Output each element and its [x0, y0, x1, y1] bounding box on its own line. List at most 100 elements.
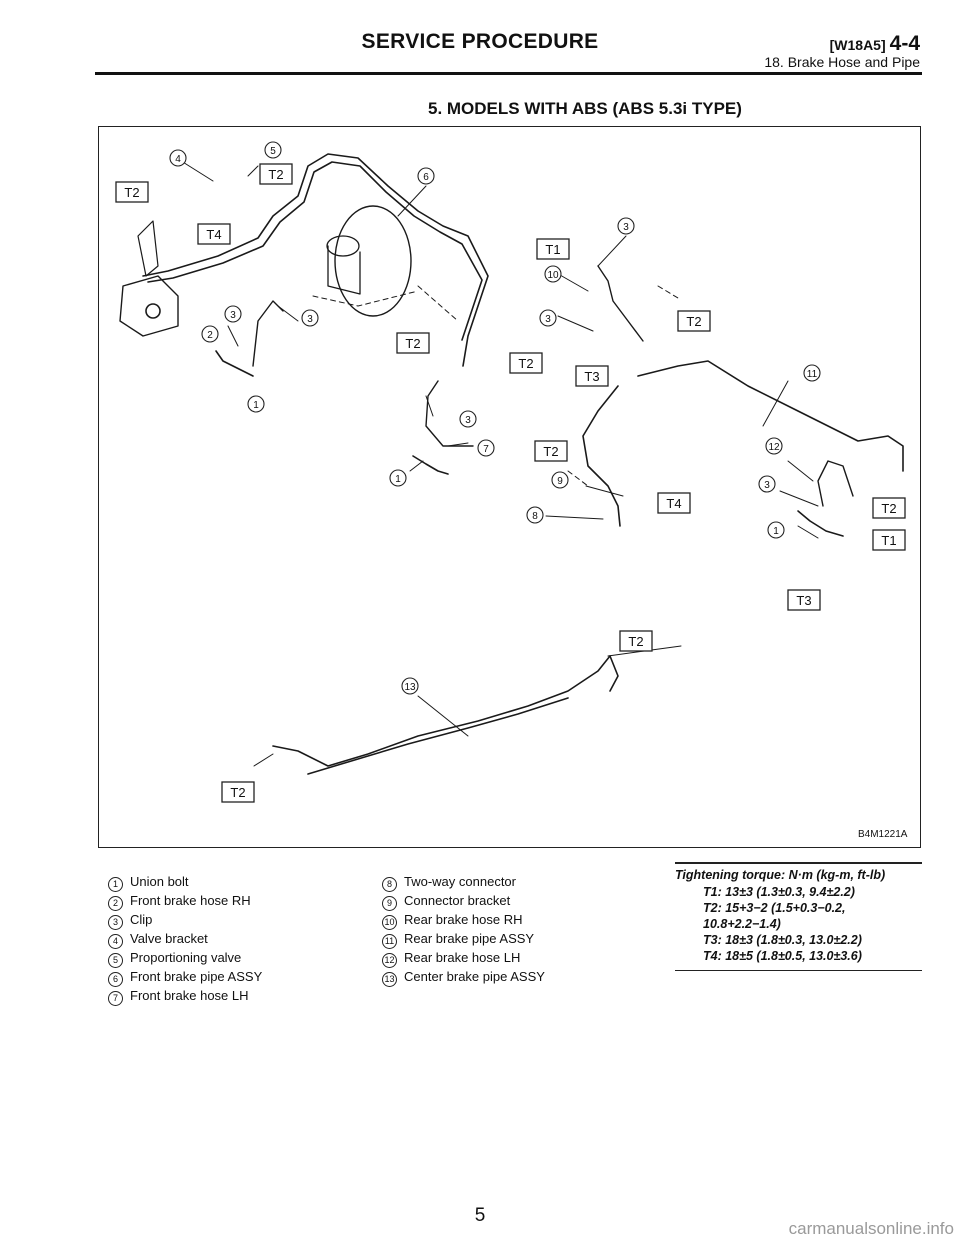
- tag-t1-b: T1: [872, 529, 906, 551]
- legend-label: Proportioning valve: [130, 950, 242, 965]
- center-brake-pipe: [272, 655, 611, 767]
- legend-item-8: 8 Two-way connector: [382, 873, 545, 892]
- tag-t2-e: T2: [677, 310, 711, 332]
- legend-num: 13: [382, 972, 397, 987]
- legend-item-13: 13 Center brake pipe ASSY: [382, 968, 545, 987]
- legend-label: Union bolt: [130, 874, 189, 889]
- legend-num: 1: [108, 877, 123, 892]
- legend-num: 9: [382, 896, 397, 911]
- legend-num: 8: [382, 877, 397, 892]
- watermark: carmanualsonline.info: [788, 1219, 954, 1238]
- callout-2: 2: [201, 325, 219, 343]
- abs-unit-outline: [119, 275, 179, 337]
- svg-text:T2: T2: [518, 356, 533, 371]
- legend-label: Valve bracket: [130, 931, 208, 946]
- valve-bracket: [137, 220, 159, 277]
- front-brake-hose-rh: [252, 300, 284, 367]
- svg-text:T3: T3: [584, 369, 599, 384]
- front-brake-hose-lh-fitting: [412, 455, 449, 475]
- header-code: [W18A5]4-4: [830, 32, 920, 56]
- svg-text:3: 3: [307, 314, 313, 325]
- torque-rule-bottom: [675, 969, 922, 971]
- svg-text:13: 13: [404, 682, 416, 693]
- callout-5: 5: [264, 141, 282, 159]
- callout-9: 9: [551, 471, 569, 489]
- tag-t2-d: T2: [509, 352, 543, 374]
- legend-num: 2: [108, 896, 123, 911]
- rear-brake-hose-rh: [597, 265, 644, 342]
- tag-t3-b: T3: [787, 589, 821, 611]
- rear-brake-pipe: [637, 360, 904, 472]
- svg-text:T2: T2: [881, 501, 896, 516]
- page-number: 5: [474, 1205, 486, 1226]
- svg-text:2: 2: [207, 330, 213, 341]
- callout-3-b: 3: [539, 309, 557, 327]
- legend-num: 12: [382, 953, 397, 968]
- dashed-lines: [312, 285, 679, 487]
- tag-t2-a: T2: [115, 181, 149, 203]
- torque-title: Tightening torque: N·m (kg-m, ft-lb): [675, 867, 886, 882]
- callout-3-d: 3: [301, 309, 319, 327]
- svg-text:11: 11: [807, 369, 818, 380]
- svg-text:T2: T2: [124, 185, 139, 200]
- svg-text:6: 6: [423, 172, 429, 183]
- front-brake-hose-lh: [425, 380, 474, 447]
- legend-num: 5: [108, 953, 123, 968]
- callout-1-c: 1: [767, 521, 785, 539]
- legend-num: 4: [108, 934, 123, 949]
- callout-13: 13: [401, 677, 419, 695]
- svg-text:3: 3: [764, 480, 770, 491]
- diagram-frame: [98, 126, 921, 848]
- callout-8: 8: [526, 506, 544, 524]
- rear-brake-pipe-branch: [582, 385, 621, 527]
- callout-7: 7: [477, 439, 495, 457]
- legend-middle: 8 Two-way connector 9 Connector bracket 10…: [382, 873, 545, 987]
- center-brake-pipe-end: [609, 655, 619, 692]
- tag-t2-h: T2: [619, 630, 653, 652]
- tag-t4-b: T4: [657, 492, 691, 514]
- legend-num: 7: [108, 991, 123, 1006]
- torque-rule-top: [675, 862, 922, 864]
- legend-label: Two-way connector: [404, 874, 516, 889]
- svg-text:T2: T2: [268, 167, 283, 182]
- tag-t1-a: T1: [536, 238, 570, 260]
- legend-item-9: 9 Connector bracket: [382, 892, 545, 911]
- legend-label: Rear brake pipe ASSY: [404, 931, 535, 946]
- callout-3-e: 3: [459, 410, 477, 428]
- svg-text:3: 3: [623, 222, 629, 233]
- rear-brake-hose-lh: [817, 460, 854, 507]
- svg-text:1: 1: [395, 474, 401, 485]
- callout-1-b: 1: [389, 469, 407, 487]
- header-rule: [95, 72, 922, 75]
- header-code-tag: [W18A5]: [829, 37, 886, 53]
- legend-label: Front brake pipe ASSY: [130, 969, 263, 984]
- legend-label: Front brake hose RH: [130, 893, 251, 908]
- svg-text:T2: T2: [543, 444, 558, 459]
- svg-text:T1: T1: [881, 533, 896, 548]
- svg-text:8: 8: [532, 511, 538, 522]
- abs-unit-port: [145, 303, 161, 319]
- svg-text:4: 4: [175, 154, 181, 165]
- legend-label: Center brake pipe ASSY: [404, 969, 545, 984]
- leader-lines: [177, 158, 819, 767]
- master-cylinder: [326, 235, 360, 257]
- center-brake-pipe-2: [307, 697, 569, 775]
- legend-label: Rear brake hose RH: [404, 912, 523, 927]
- front-brake-hose-rh-fitting: [215, 350, 254, 377]
- callout-10: 10: [544, 265, 562, 283]
- svg-text:3: 3: [230, 310, 236, 321]
- svg-text:1: 1: [773, 526, 779, 537]
- svg-text:1: 1: [253, 400, 259, 411]
- svg-text:12: 12: [768, 442, 780, 453]
- legend-label: Connector bracket: [404, 893, 511, 908]
- svg-text:9: 9: [557, 476, 563, 487]
- legend-label: Clip: [130, 912, 153, 927]
- svg-text:T3: T3: [796, 593, 811, 608]
- svg-text:5: 5: [270, 146, 276, 157]
- tag-t2-b: T2: [259, 163, 293, 185]
- svg-text:3: 3: [545, 314, 551, 325]
